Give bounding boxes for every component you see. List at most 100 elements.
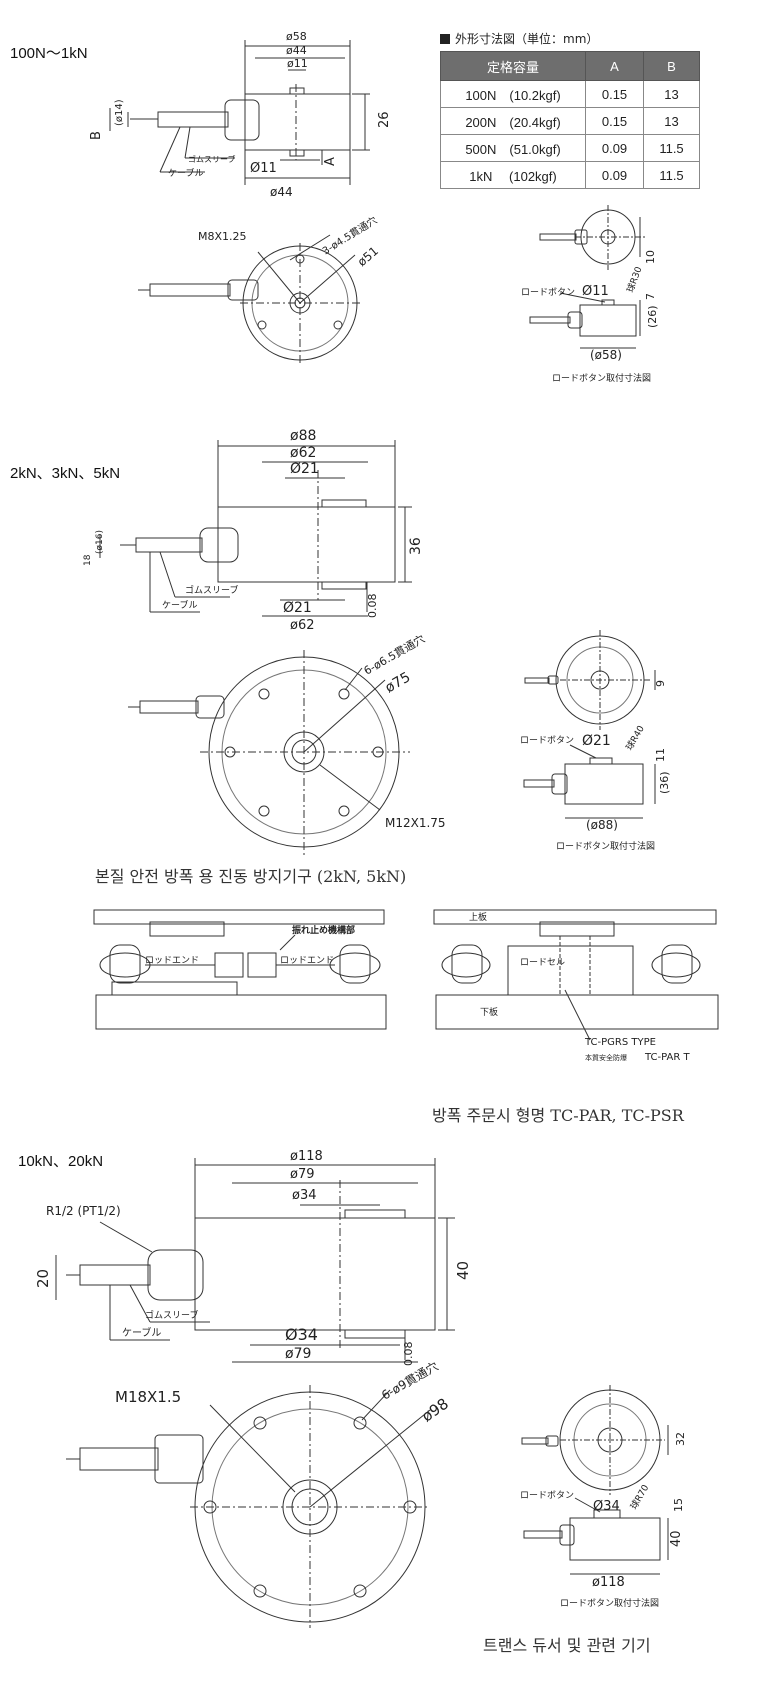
s2-side-view: [99, 440, 412, 617]
s3-dim-b34: Ø34: [285, 1325, 318, 1344]
s3-sleeve-label: ゴムスリーブ: [145, 1309, 198, 1321]
m2-dim-36: (36): [658, 771, 671, 794]
spec-table: 定格容量 A B 100N (10.2kgf) 0.15 13 200N (20…: [439, 51, 700, 189]
assembly-right: [433, 909, 719, 1041]
s1-sleeve-label: ゴムスリーブ: [188, 154, 236, 164]
table-row: 100N (10.2kgf) 0.15 13: [439, 80, 700, 108]
caption-explosion-proof: 방폭 주문시 형명 TC-PAR, TC-PSR: [432, 1106, 684, 1125]
assembly-type1: TC-PGRS TYPE: [584, 1037, 656, 1048]
s2-holes-label: 6-ø6.5貫通穴: [361, 631, 427, 677]
s2-sleeve-label: ゴムスリーブ: [185, 584, 238, 596]
cell-b: 11.5: [643, 134, 700, 162]
s1-dim-b11: Ø11: [250, 161, 277, 176]
m1-dim-11: Ø11: [582, 284, 609, 299]
s2-dim-36: 36: [408, 537, 424, 555]
s2-dim-18: 18: [83, 554, 93, 566]
assembly-left: [93, 909, 387, 1030]
m2-dim-88: (ø88): [586, 818, 618, 832]
m2-dim-9: 9: [654, 680, 667, 687]
section-title-2kn-5kn: 2kN、3kN、5kN: [10, 465, 121, 482]
s1-side-view: [109, 40, 370, 185]
s1-top-view: [138, 234, 360, 363]
s1-dim-58: ø58: [286, 30, 307, 43]
s3-thread-label: M18X1.5: [115, 1388, 181, 1406]
caption-anti-vibration: 본질 안전 방폭 용 진동 방지기구 (2kN, 5kN): [95, 867, 407, 886]
s1-dim-26: 26: [377, 111, 392, 128]
s3-dim-008: 0.08: [402, 1342, 415, 1367]
s3-mount-view: [521, 1385, 669, 1575]
s1-dim-14: (ø14): [114, 99, 125, 126]
s3-dim-40: 40: [454, 1261, 472, 1280]
square-bullet-icon: [440, 34, 450, 44]
s2-dim-008: 0.08: [366, 594, 379, 619]
s2-dim-21: Ø21: [290, 461, 319, 477]
cell-capacity: 200N (20.4kgf): [439, 107, 587, 135]
s3-top-view: [66, 1385, 431, 1628]
assembly-load-cell: ロードセル: [520, 957, 565, 968]
s3-dim-98: ø98: [418, 1395, 451, 1426]
s3-dim-118: ø118: [290, 1149, 323, 1164]
header-b: B: [643, 51, 700, 81]
s3-cable-label: ケーブル: [122, 1326, 161, 1339]
assembly-top-plate: 上板: [469, 911, 487, 923]
s3-dim-20: 20: [34, 1269, 52, 1288]
s2-top-view: [128, 650, 410, 855]
s1-dim-11: ø11: [287, 57, 308, 70]
header-capacity: 定格容量: [439, 51, 587, 81]
m1-dim-7: 7: [644, 293, 657, 300]
spec-table-block: 外形寸法図（単位：mm） 定格容量 A B 100N (10.2kgf) 0.1…: [439, 30, 700, 189]
s1-cable-label: ケーブル: [168, 167, 203, 179]
s1-mount-view: [529, 205, 645, 349]
spec-table-header-row: 定格容量 A B: [439, 51, 700, 81]
section-title-100n-1kn: 100N～1kN: [10, 45, 88, 62]
table-row: 200N (20.4kgf) 0.15 13: [439, 107, 700, 135]
s2-dim-75: ø75: [382, 669, 413, 696]
spec-table-title: 外形寸法図（単位：mm）: [440, 30, 700, 47]
s3-r12-label: R1/2 (PT1/2): [46, 1204, 121, 1218]
m3-dim-118: ø118: [592, 1575, 625, 1590]
s1-dim-b44: ø44: [270, 185, 293, 199]
m1-button-label: ロードボタン: [521, 287, 575, 298]
s3-dim-79: ø79: [290, 1167, 315, 1182]
m3-dim-40: 40: [669, 1530, 684, 1547]
s1-dim-b: B: [89, 131, 104, 140]
cell-b: 11.5: [643, 161, 700, 189]
s1-dim-44: ø44: [286, 44, 307, 57]
m2-sphere-r40: 球R40: [623, 723, 647, 752]
cell-b: 13: [643, 107, 700, 135]
s3-dim-b79: ø79: [285, 1346, 311, 1362]
s1-dim-a: A: [323, 157, 338, 166]
m3-sphere-r70: 球R70: [628, 1482, 652, 1511]
s3-dim-34: ø34: [292, 1188, 317, 1203]
m1-dim-26: (26): [646, 305, 659, 328]
m2-dim-21: Ø21: [582, 733, 611, 749]
assembly-bottom-plate: 下板: [480, 1006, 498, 1018]
m1-dim-58: (ø58): [590, 348, 622, 362]
m1-figure-label: ロードボタン取付寸法図: [552, 372, 651, 384]
table-row: 1kN (102kgf) 0.09 11.5: [439, 161, 700, 189]
assembly-rodend-right: ロッドエンド: [280, 956, 334, 966]
m3-dim-34: Ø34: [593, 1499, 620, 1514]
cell-b: 13: [643, 80, 700, 108]
spec-table-title-text: 外形寸法図（単位：mm）: [455, 32, 599, 46]
assembly-type2-prefix: 本質安全防爆: [585, 1053, 627, 1062]
m3-figure-label: ロードボタン取付寸法図: [560, 1597, 659, 1609]
m3-dim-32: 32: [674, 1432, 687, 1446]
s1-dim-51: ø51: [355, 244, 381, 269]
cell-capacity: 1kN (102kgf): [439, 161, 587, 189]
s2-dim-88: ø88: [290, 428, 316, 444]
m3-dim-15: 15: [672, 1498, 685, 1512]
cell-capacity: 100N (10.2kgf): [439, 80, 587, 108]
m1-sphere-r30: 球R30: [624, 265, 645, 294]
s2-dim-16: (ø16): [95, 530, 105, 554]
assembly-rodend-left: ロッドエンド: [145, 956, 199, 966]
s3-side-view: [55, 1158, 455, 1363]
s2-thread-label: M12X1.75: [385, 816, 446, 830]
s2-dim-62: ø62: [290, 445, 316, 461]
m2-dim-11: 11: [654, 748, 667, 762]
assembly-stopper-label: 振れ止め機構部: [292, 924, 355, 936]
s2-mount-view: [523, 630, 656, 819]
s2-dim-b62: ø62: [290, 618, 315, 633]
header-a: A: [585, 51, 644, 81]
